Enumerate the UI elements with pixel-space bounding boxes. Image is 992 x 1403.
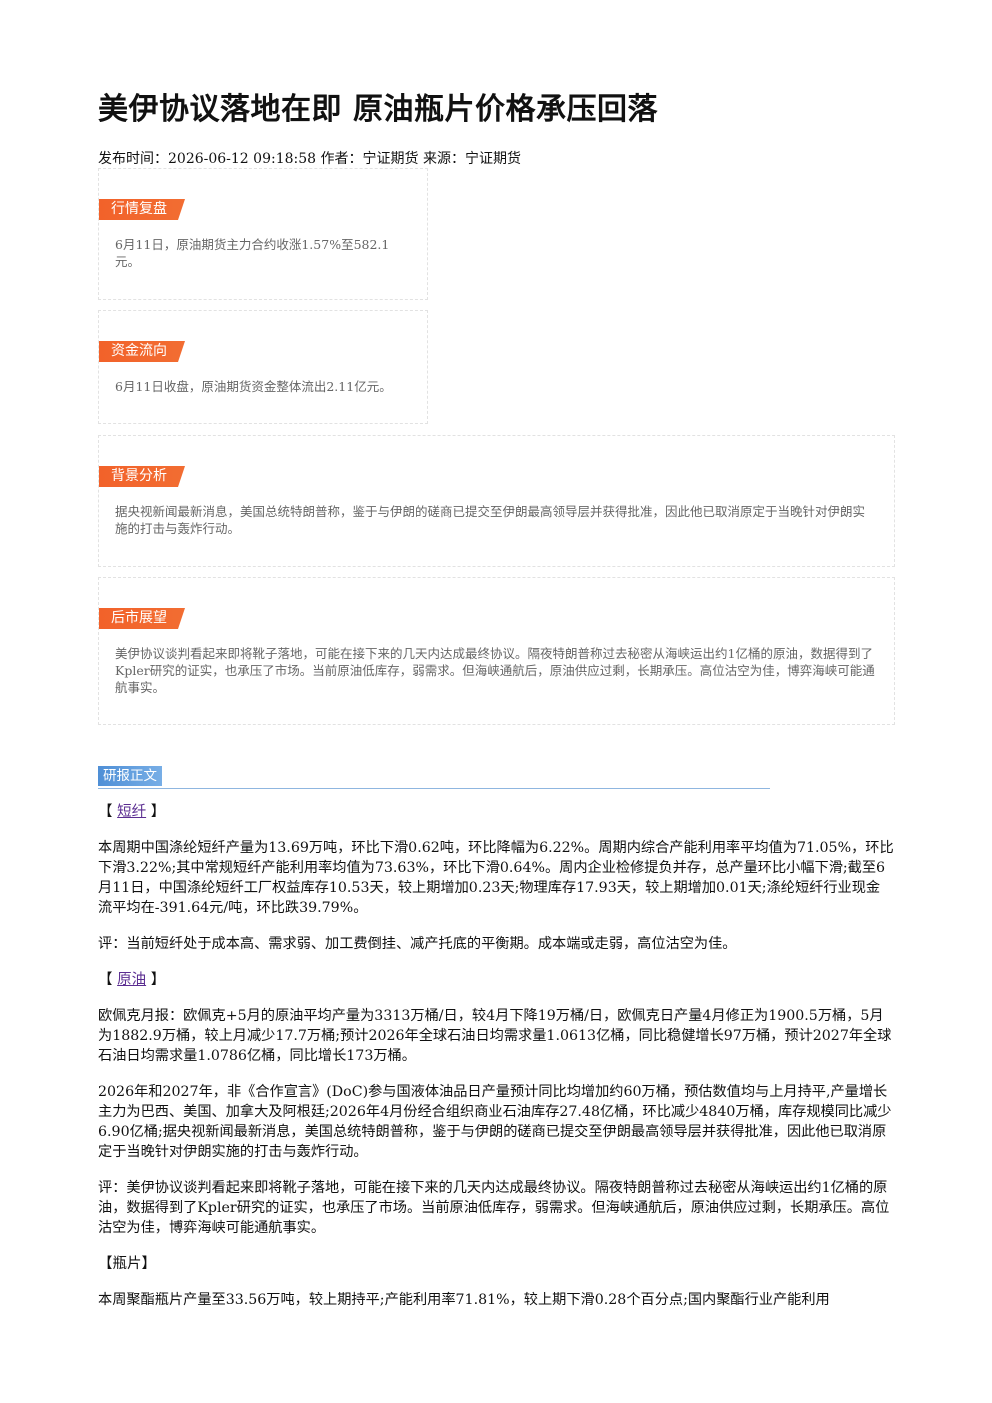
paragraph-short-fiber-comment: 评：当前短纤处于成本高、需求弱、加工费倒挂、减产托底的平衡期。成本端或走弱，高位… xyxy=(98,936,737,952)
heading-bottle-chip: 【瓶片】 xyxy=(98,1256,156,1272)
bracket-open: 【 xyxy=(98,972,118,988)
article-meta: 发布时间：2026-06-12 09:18:58 作者：宁证期货 来源：宁证期货 xyxy=(98,148,521,168)
summary-text: 美伊协议谈判看起来即将靴子落地，可能在接下来的几天内达成最终协议。隔夜特朗普称过… xyxy=(115,646,875,695)
paragraph-short-fiber-data: 本周期中国涤纶短纤产量为13.69万吨，环比下滑0.62吨，环比降幅为6.22%… xyxy=(98,840,894,916)
summary-box-outlook: 后市展望 美伊协议谈判看起来即将靴子落地，可能在接下来的几天内达成最终协议。隔夜… xyxy=(98,577,895,725)
author-value: 宁证期货 xyxy=(362,151,419,167)
summary-text: 6月11日，原油期货主力合约收涨1.57%至582.1元。 xyxy=(115,237,390,269)
published-value: 2026-06-12 09:18:58 xyxy=(168,151,317,167)
published-label: 发布时间： xyxy=(98,151,168,167)
author-label: 作者： xyxy=(320,151,363,167)
summary-text: 6月11日收盘，原油期货资金整体流出2.11亿元。 xyxy=(115,379,392,394)
paragraph-crude-comment: 评：美伊协议谈判看起来即将靴子落地，可能在接下来的几天内达成最终协议。隔夜特朗普… xyxy=(98,1180,890,1236)
summary-tag-label: 资金流向 xyxy=(99,341,185,362)
summary-tag-label: 后市展望 xyxy=(99,608,185,629)
source-value: 宁证期货 xyxy=(464,151,521,167)
source-label: 来源： xyxy=(422,151,465,167)
bracket-close: 】 xyxy=(146,972,166,988)
summary-box-fund-flow: 资金流向 6月11日收盘，原油期货资金整体流出2.11亿元。 xyxy=(98,310,428,424)
report-section-label: 研报正文 xyxy=(98,766,162,786)
report-section-header: 研报正文 xyxy=(98,766,770,789)
heading-short-fiber: 【 短纤 】 xyxy=(98,802,165,822)
article-title: 美伊协议落地在即 原油瓶片价格承压回落 xyxy=(98,92,658,127)
link-short-fiber[interactable]: 短纤 xyxy=(117,804,147,820)
paragraph-bottle-chip: 本周聚酯瓶片产量至33.56万吨，较上期持平;产能利用率71.81%，较上期下滑… xyxy=(98,1292,830,1308)
paragraph-opec-report: 欧佩克月报：欧佩克+5月的原油平均产量为3313万桶/日，较4月下降19万桶/日… xyxy=(98,1008,892,1064)
bracket-open: 【 xyxy=(98,804,118,820)
summary-tag-label: 行情复盘 xyxy=(99,199,185,220)
summary-box-background: 背景分析 据央视新闻最新消息，美国总统特朗普称，鉴于与伊朗的磋商已提交至伊朗最高… xyxy=(98,435,895,567)
paragraph-non-doc-supply: 2026年和2027年，非《合作宣言》(DoC)参与国液体油品日产量预计同比均增… xyxy=(98,1084,892,1160)
bracket-close: 】 xyxy=(146,804,166,820)
summary-tag-label: 背景分析 xyxy=(99,466,185,487)
heading-crude-oil: 【 原油 】 xyxy=(98,970,165,990)
summary-box-market-review: 行情复盘 6月11日，原油期货主力合约收涨1.57%至582.1元。 xyxy=(98,168,428,300)
summary-text: 据央视新闻最新消息，美国总统特朗普称，鉴于与伊朗的磋商已提交至伊朗最高领导层并获… xyxy=(115,504,866,536)
link-crude-oil[interactable]: 原油 xyxy=(117,972,147,988)
